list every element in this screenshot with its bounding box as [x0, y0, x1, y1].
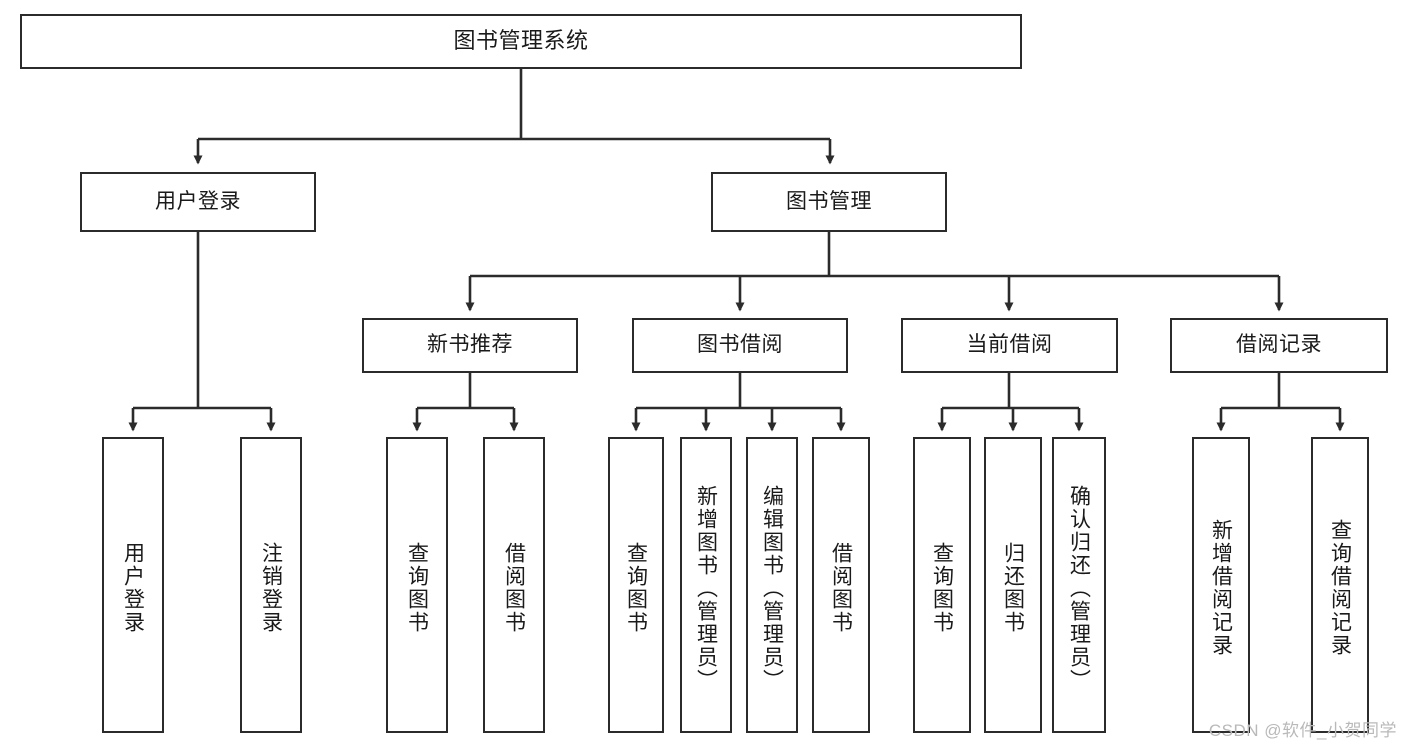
node-leaf-query-record[interactable]: 查询借阅记录 — [1311, 437, 1369, 733]
node-leaf-query-book-1-label: 查询图书 — [405, 542, 429, 634]
node-leaf-query-book-2-label: 查询图书 — [624, 542, 648, 634]
node-leaf-borrow-book-1-label: 借阅图书 — [502, 542, 526, 634]
node-leaf-logout[interactable]: 注销登录 — [240, 437, 302, 733]
node-leaf-add-record-label: 新增借阅记录 — [1209, 519, 1233, 657]
node-user-login-label: 用户登录 — [155, 189, 241, 213]
node-book-manage-label: 图书管理 — [786, 189, 872, 213]
node-current-borrow-label: 当前借阅 — [966, 333, 1053, 357]
node-borrow-record-label: 借阅记录 — [1236, 333, 1322, 357]
node-book-borrow-label: 图书借阅 — [697, 333, 783, 357]
node-leaf-query-book-1[interactable]: 查询图书 — [386, 437, 448, 733]
node-leaf-user-login[interactable]: 用户登录 — [102, 437, 164, 733]
node-root[interactable]: 图书管理系统 — [20, 14, 1022, 69]
node-book-manage[interactable]: 图书管理 — [711, 172, 947, 232]
node-leaf-query-book-2[interactable]: 查询图书 — [608, 437, 664, 733]
node-leaf-query-record-label: 查询借阅记录 — [1328, 519, 1352, 657]
node-leaf-borrow-book-2[interactable]: 借阅图书 — [812, 437, 870, 733]
node-user-login[interactable]: 用户登录 — [80, 172, 316, 232]
node-new-book-recommend[interactable]: 新书推荐 — [362, 318, 578, 373]
node-leaf-user-login-label: 用户登录 — [121, 542, 145, 634]
node-root-label: 图书管理系统 — [453, 28, 589, 54]
node-new-book-recommend-label: 新书推荐 — [427, 333, 513, 357]
node-current-borrow[interactable]: 当前借阅 — [901, 318, 1118, 373]
node-leaf-query-book-3[interactable]: 查询图书 — [913, 437, 971, 733]
node-leaf-borrow-book-1[interactable]: 借阅图书 — [483, 437, 545, 733]
node-leaf-add-book-label: 新增图书（管理员） — [694, 484, 718, 692]
node-borrow-record[interactable]: 借阅记录 — [1170, 318, 1388, 373]
node-leaf-confirm-return-label: 确认归还（管理员） — [1067, 484, 1091, 692]
node-leaf-add-book[interactable]: 新增图书（管理员） — [680, 437, 732, 733]
node-leaf-add-record[interactable]: 新增借阅记录 — [1192, 437, 1250, 733]
node-leaf-borrow-book-2-label: 借阅图书 — [829, 542, 853, 634]
node-leaf-return-book[interactable]: 归还图书 — [984, 437, 1042, 733]
node-leaf-logout-label: 注销登录 — [259, 542, 283, 634]
node-leaf-edit-book-label: 编辑图书（管理员） — [760, 484, 784, 692]
node-leaf-confirm-return[interactable]: 确认归还（管理员） — [1052, 437, 1106, 733]
node-leaf-query-book-3-label: 查询图书 — [930, 542, 954, 634]
node-leaf-return-book-label: 归还图书 — [1001, 542, 1025, 634]
node-leaf-edit-book[interactable]: 编辑图书（管理员） — [746, 437, 798, 733]
node-book-borrow[interactable]: 图书借阅 — [632, 318, 848, 373]
